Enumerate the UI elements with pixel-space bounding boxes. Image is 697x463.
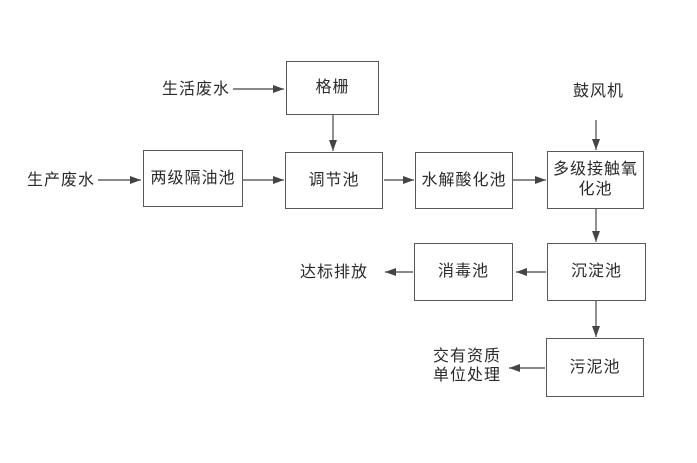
node-grid: 格栅	[286, 61, 379, 115]
node-oxidation-tank: 多级接触氧化池	[547, 151, 644, 209]
node-regulating-tank: 调节池	[285, 152, 383, 209]
node-sedimentation-tank: 沉淀池	[547, 243, 646, 301]
label-domestic-wastewater: 生活废水	[162, 81, 231, 98]
node-sludge-tank: 污泥池	[546, 338, 644, 397]
label-qualified-disposal: 交有资质 单位处理	[433, 348, 502, 384]
node-oil-separator: 两级隔油池	[143, 150, 243, 207]
label-discharge: 达标排放	[300, 264, 369, 281]
label-production-wastewater: 生产废水	[27, 172, 96, 189]
label-blower: 鼓风机	[573, 83, 625, 100]
node-disinfection-tank: 消毒池	[414, 243, 513, 301]
node-hydrolysis-tank: 水解酸化池	[415, 152, 513, 209]
